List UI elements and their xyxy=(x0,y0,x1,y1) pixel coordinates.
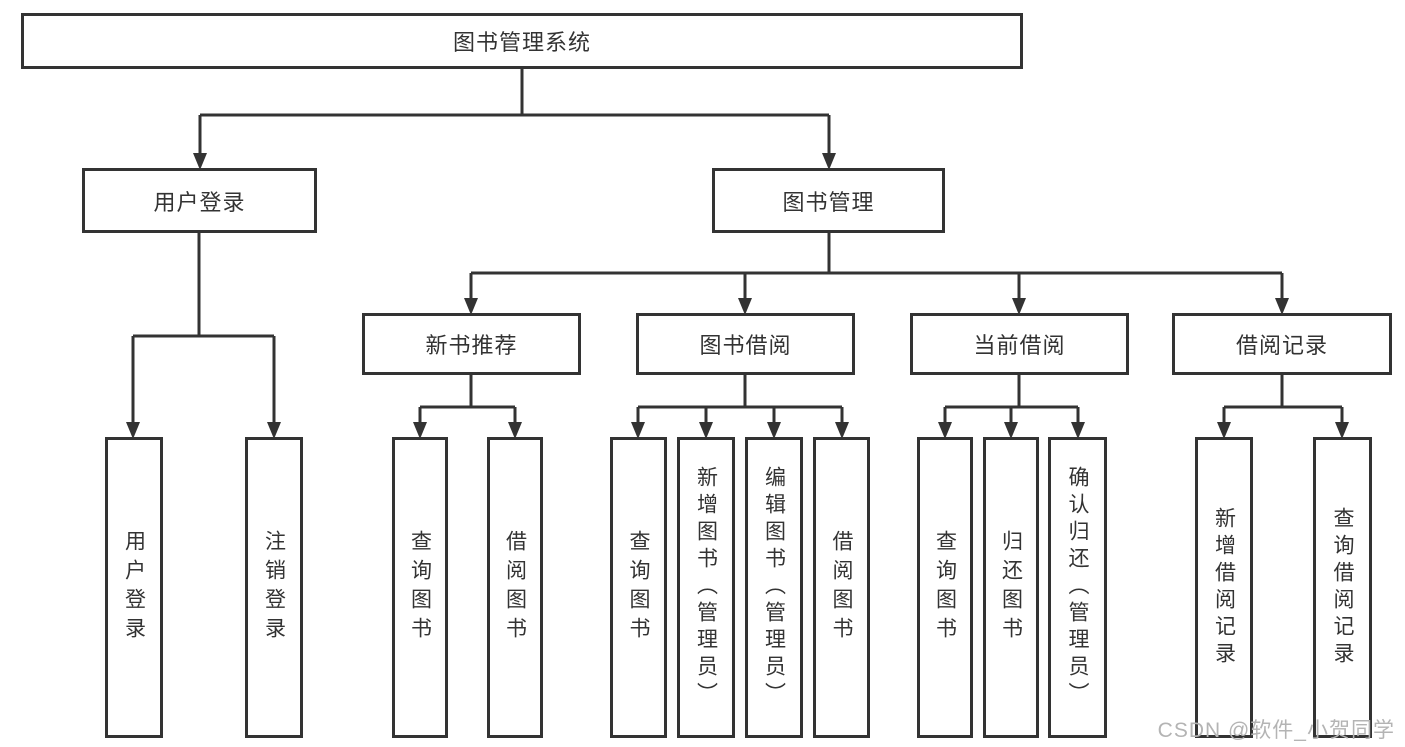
arrowhead-icon xyxy=(1335,422,1349,439)
node-label: 当前借阅 xyxy=(973,333,1066,358)
leaf-add-borrow-record: 新增借阅记录 xyxy=(1195,437,1253,738)
leaf-confirm-return-admin: 确认归还（管理员） xyxy=(1048,437,1107,738)
node-user-login: 用户登录 xyxy=(82,168,317,233)
connector-current-borrow-branch xyxy=(943,375,1080,423)
arrowhead-icon xyxy=(1004,422,1018,439)
node-label: 用户登录 xyxy=(153,189,246,215)
leaf-borrow-books-borrowing: 借阅图书 xyxy=(813,437,870,738)
node-book-management: 图书管理 xyxy=(712,168,945,233)
node-label: 图书管理系统 xyxy=(452,30,591,55)
arrowhead-icon xyxy=(1275,298,1289,315)
leaf-add-book-admin: 新增图书（管理员） xyxy=(677,437,735,738)
node-current-borrowing: 当前借阅 xyxy=(910,313,1129,375)
node-label: 新增借阅记录 xyxy=(1212,506,1236,669)
arrowhead-icon xyxy=(1012,298,1026,315)
arrowhead-icon xyxy=(1217,422,1231,439)
arrowhead-icon xyxy=(464,298,478,315)
arrowhead-icon xyxy=(193,153,207,170)
arrowhead-icon xyxy=(631,422,645,439)
node-label: 新书推荐 xyxy=(425,333,518,358)
leaf-edit-book-admin: 编辑图书（管理员） xyxy=(745,437,803,738)
connector-new-book-branch xyxy=(418,375,517,423)
node-label: 图书管理 xyxy=(782,189,875,215)
leaf-user-login: 用户登录 xyxy=(105,437,163,738)
arrowheads xyxy=(126,153,1349,439)
node-label: 查询图书 xyxy=(627,529,650,646)
node-label: 借阅图书 xyxy=(503,529,527,646)
node-library-management-system: 图书管理系统 xyxy=(21,13,1023,69)
arrowhead-icon xyxy=(267,422,281,439)
leaf-query-books-current: 查询图书 xyxy=(917,437,973,738)
arrowhead-icon xyxy=(1071,422,1085,439)
arrowhead-icon xyxy=(738,298,752,315)
connector-user-login-branch xyxy=(131,233,276,423)
connector-book-management-branch xyxy=(469,233,1284,299)
node-label: 注销登录 xyxy=(262,529,286,646)
node-label: 查询图书 xyxy=(408,529,432,646)
node-label: 查询借阅记录 xyxy=(1331,506,1354,669)
leaf-borrow-books-recommend: 借阅图书 xyxy=(487,437,543,738)
leaf-logout: 注销登录 xyxy=(245,437,303,738)
arrowhead-icon xyxy=(126,422,140,439)
leaf-query-books-recommend: 查询图书 xyxy=(392,437,448,738)
connector-borrow-record-branch xyxy=(1222,375,1344,423)
node-new-book-recommendation: 新书推荐 xyxy=(362,313,581,375)
node-label: 归还图书 xyxy=(999,529,1023,646)
connector-book-borrow-branch xyxy=(636,375,844,423)
arrowhead-icon xyxy=(938,422,952,439)
node-label: 编辑图书（管理员） xyxy=(762,466,786,709)
node-label: 借阅图书 xyxy=(830,529,853,646)
arrowhead-icon xyxy=(413,422,427,439)
arrowhead-icon xyxy=(767,422,781,439)
node-label: 确认归还（管理员） xyxy=(1066,466,1089,709)
leaf-query-borrow-record: 查询借阅记录 xyxy=(1313,437,1372,738)
arrowhead-icon xyxy=(835,422,849,439)
node-book-borrowing: 图书借阅 xyxy=(636,313,855,375)
arrowhead-icon xyxy=(822,153,836,170)
node-label: 用户登录 xyxy=(122,529,146,646)
node-borrowing-records: 借阅记录 xyxy=(1172,313,1392,375)
arrowhead-icon xyxy=(508,422,522,439)
arrowhead-icon xyxy=(699,422,713,439)
leaf-query-books-borrowing: 查询图书 xyxy=(610,437,667,738)
leaf-return-books: 归还图书 xyxy=(983,437,1039,738)
node-label: 图书借阅 xyxy=(699,333,792,358)
node-label: 查询图书 xyxy=(933,529,957,646)
node-label: 借阅记录 xyxy=(1235,333,1328,358)
connector-root-branch xyxy=(198,69,831,154)
csdn-watermark: CSDN @软件_小贺同学 xyxy=(1157,719,1395,742)
node-label: 新增图书（管理员） xyxy=(694,466,718,709)
